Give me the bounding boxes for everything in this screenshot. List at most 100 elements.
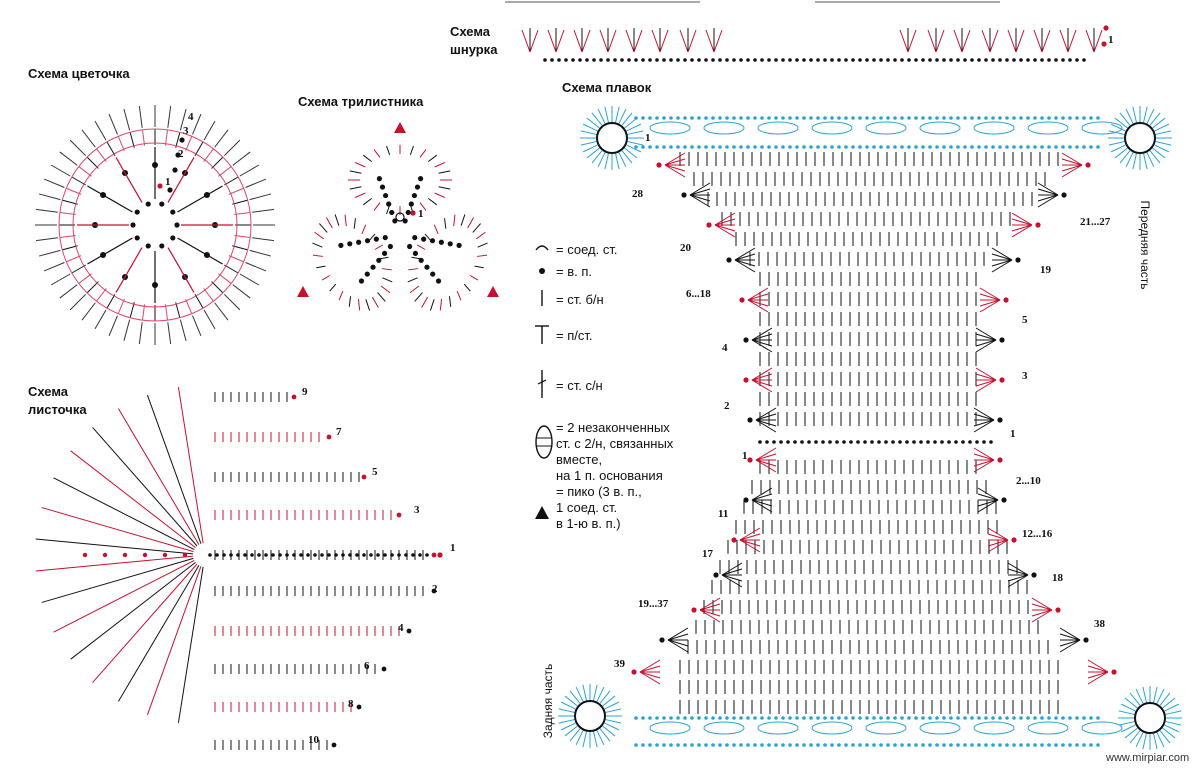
leaf-chain-dot	[383, 553, 387, 557]
band-chain-dot	[725, 145, 729, 149]
side-fan-dot	[1083, 637, 1089, 643]
flower-row-3: 3	[183, 125, 189, 137]
ring-stitch	[560, 701, 576, 710]
leaf-fan-stitch	[118, 565, 200, 702]
cord-chain-dot	[676, 58, 680, 62]
bottoms-row-left-4: 4	[722, 342, 728, 354]
trefoil-stitch	[439, 298, 443, 311]
leaf-chain-dot	[320, 553, 324, 557]
cord-chain-dot	[851, 58, 855, 62]
ring-stitch	[1110, 144, 1126, 153]
leaf-fan-stitch	[92, 563, 198, 683]
band-chain-dot	[886, 145, 890, 149]
leaf-chain-dot	[306, 553, 310, 557]
band-cluster	[1027, 121, 1069, 135]
trefoil-stitch	[362, 154, 373, 163]
band-cluster	[1027, 721, 1069, 735]
cord-chain-dot	[1047, 58, 1051, 62]
band-chain-dot	[704, 145, 708, 149]
leaf-row-dot	[431, 588, 437, 594]
cord-chain-dot	[1005, 58, 1009, 62]
cord-chain-dot	[760, 58, 764, 62]
leaf-chain-dot	[411, 553, 415, 557]
side-fan-dot	[1111, 669, 1117, 675]
ring-stitch	[621, 150, 633, 164]
ring-stitch	[624, 147, 638, 159]
ring-stitch	[1119, 112, 1131, 126]
band-chain-dot	[984, 145, 988, 149]
ring-stitch	[1142, 733, 1147, 750]
side-fan-stitch	[991, 259, 1013, 273]
band-chain-dot	[795, 743, 799, 747]
flower-outer-stitch	[167, 322, 172, 345]
trefoil-stitch	[329, 283, 337, 292]
side-fan-stitch	[973, 447, 995, 461]
ring-stitch	[1152, 117, 1166, 129]
band-chain-dot	[676, 716, 680, 720]
side-fan-stitch	[755, 419, 777, 427]
ring-stitch	[569, 728, 581, 742]
band-chain-dot	[816, 145, 820, 149]
band-chain-dot	[641, 743, 645, 747]
ring-stitch	[564, 725, 578, 737]
band-chain-dot	[963, 743, 967, 747]
cord-chain-dot	[592, 58, 596, 62]
band-chain-dot	[683, 716, 687, 720]
trefoil-stitch	[411, 256, 421, 260]
cord-fan-stitch	[521, 29, 531, 53]
ring-stitch	[1119, 150, 1131, 164]
ring-stitch	[597, 108, 606, 124]
band-chain-dot	[753, 145, 757, 149]
band-chain-dot	[718, 145, 722, 149]
trefoil-chain-dot	[456, 242, 462, 248]
cord-chain-dot	[900, 58, 904, 62]
flower-mid-stitch	[66, 255, 82, 263]
band-chain-dot	[963, 116, 967, 120]
side-fan-stitch	[755, 413, 777, 421]
band-chain-dot	[802, 716, 806, 720]
band-chain-dot	[1082, 743, 1086, 747]
band-chain-dot	[732, 743, 736, 747]
band-chain-dot	[809, 145, 813, 149]
flower-mid-stitch	[96, 148, 107, 162]
band-chain-dot	[802, 116, 806, 120]
side-fan-stitch	[747, 299, 769, 307]
band-chain-dot	[648, 716, 652, 720]
band-chain-dot	[1026, 743, 1030, 747]
cord-diagram	[521, 25, 1109, 62]
side-fan-dot	[681, 192, 687, 198]
cord-chain-dot	[788, 58, 792, 62]
leaf-chain-dot	[264, 553, 268, 557]
band-chain-dot	[1089, 145, 1093, 149]
flower-mid-stitch	[164, 129, 169, 146]
band-chain-dot	[788, 743, 792, 747]
band-chain-dot	[872, 716, 876, 720]
band-cluster	[919, 721, 961, 735]
cord-chain-dot	[543, 58, 547, 62]
side-fan-dot	[997, 417, 1003, 423]
flower-mid-stitch	[175, 302, 181, 318]
flower-mid-stitch	[106, 141, 116, 156]
ring-stitch	[1132, 106, 1137, 123]
side-fan-stitch	[747, 299, 769, 313]
side-fan-stitch	[975, 339, 997, 353]
side-fan-stitch	[689, 182, 711, 196]
trefoil-chain-dot	[370, 264, 376, 270]
center-chain-dot	[968, 440, 972, 444]
flower-ring	[58, 128, 252, 322]
band-chain-dot	[648, 116, 652, 120]
side-fan-dot	[631, 669, 637, 675]
band-chain-dot	[662, 145, 666, 149]
band-chain-dot	[739, 116, 743, 120]
band-chain-dot	[641, 116, 645, 120]
band-chain-dot	[774, 116, 778, 120]
trefoil-stitch	[312, 254, 323, 257]
ring-stitch	[627, 141, 644, 146]
band-chain-dot	[634, 145, 638, 149]
side-fan-stitch	[973, 407, 995, 421]
side-fan-stitch	[979, 299, 1001, 313]
band-chain-dot	[788, 716, 792, 720]
flower-outer-stitch	[35, 208, 58, 213]
side-fan-dot	[731, 537, 737, 543]
band-chain-dot	[1033, 743, 1037, 747]
